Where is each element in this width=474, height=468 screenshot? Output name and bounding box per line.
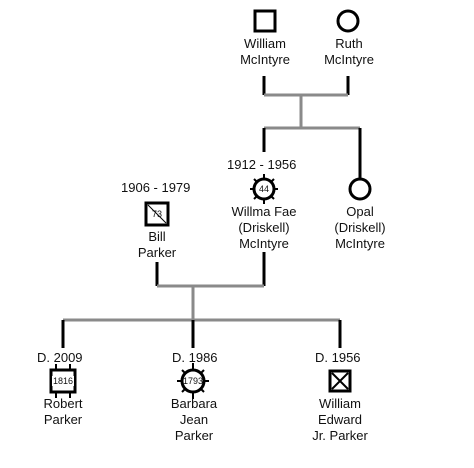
name-line: Jr. Parker	[312, 428, 368, 443]
name-line: Bill	[148, 229, 166, 244]
age-badge: 44	[258, 184, 270, 194]
person-name-opal: Opal (Driskell) McIntyre	[334, 204, 385, 252]
female-circle-icon	[336, 9, 360, 33]
person-name-ruth-mcintyre: Ruth McIntyre	[324, 36, 374, 68]
name-line: McIntyre	[335, 236, 385, 251]
name-line: Ruth	[335, 36, 363, 51]
deceased-male-icon	[144, 201, 170, 227]
life-dates-willma-fae: 1912 - 1956	[227, 157, 297, 172]
person-name-bill-parker: Bill Parker	[138, 229, 176, 261]
name-line: Edward	[317, 412, 363, 427]
age-badge: 73	[151, 209, 163, 219]
name-line: (Driskell)	[334, 220, 386, 235]
name-line: Parker	[43, 412, 83, 427]
death-date-robert-parker: D. 2009	[37, 350, 83, 365]
deceased-female-icon	[177, 363, 209, 399]
person-name-william-mcintyre: William McIntyre	[240, 36, 290, 68]
age-badge: 1793	[182, 376, 204, 386]
name-line: Barbara	[170, 396, 218, 411]
life-dates-bill-parker: 1906 - 1979	[121, 180, 191, 195]
name-line: (Driskell)	[238, 220, 290, 235]
name-line: Willma Fae	[231, 204, 297, 219]
person-name-robert-parker: Robert Parker	[43, 396, 82, 428]
name-line: Parker	[174, 428, 214, 443]
age-badge: 1816	[51, 376, 75, 386]
death-date-william-edward-parker: D. 1956	[315, 350, 361, 365]
name-line: William	[319, 396, 361, 411]
name-line: Parker	[137, 245, 177, 260]
name-line: Opal	[346, 204, 374, 219]
name-line: Jean	[179, 412, 209, 427]
deceased-female-icon	[250, 174, 278, 204]
male-square-icon	[253, 9, 277, 33]
name-line: McIntyre	[324, 52, 374, 67]
name-line: William	[244, 36, 286, 51]
person-name-barbara-jean-parker: Barbara Jean Parker	[171, 396, 217, 444]
death-date-barbara-jean-parker: D. 1986	[172, 350, 218, 365]
name-line: McIntyre	[240, 52, 290, 67]
name-line: McIntyre	[239, 236, 289, 251]
female-circle-icon	[348, 177, 372, 201]
crossed-male-icon	[328, 369, 352, 393]
person-name-william-edward-parker: William Edward Jr. Parker	[312, 396, 368, 444]
person-name-willma-fae: Willma Fae (Driskell) McIntyre	[231, 204, 296, 252]
name-line: Robert	[43, 396, 83, 411]
